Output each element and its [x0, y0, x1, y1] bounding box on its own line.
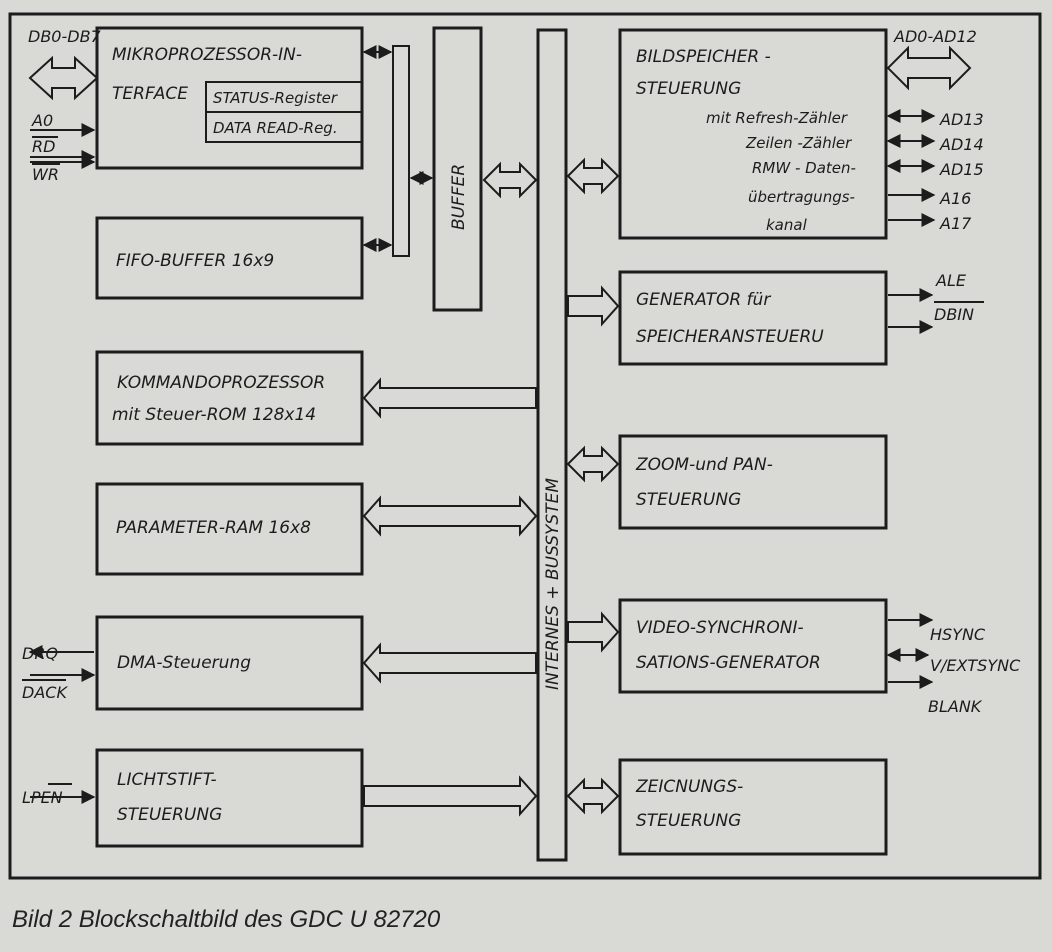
- zeichnung-label-1: ZEICNUNGS-: [635, 777, 743, 797]
- bus-to-video-arrow: [567, 611, 620, 653]
- lichtstift-block: [95, 748, 364, 848]
- bus-to-kommando-arrow: [362, 377, 537, 419]
- mpu-interface-label-2: TERFACE: [112, 84, 188, 104]
- generator-label-2: SPEICHERANSTEUERU: [636, 327, 824, 347]
- bus-to-generator-arrow: [567, 285, 620, 327]
- internal-connector-bar: [392, 45, 410, 257]
- bildspeicher-block: [618, 28, 888, 240]
- vsync-label: V/EXTSYNC: [930, 656, 1021, 675]
- parameter-ram-label: PARAMETER-RAM 16x8: [116, 518, 311, 538]
- ad13-label: AD13: [939, 110, 984, 129]
- bildspeicher-label-3: mit Refresh-Zähler: [706, 109, 848, 127]
- internal-bus-label: INTERNES + BUSSYSTEM: [543, 478, 563, 690]
- ad-bus-label: AD0-AD12: [893, 27, 977, 46]
- outer-frame: [8, 12, 1042, 880]
- db-bus-label: DB0-DB7: [28, 27, 102, 46]
- zoom-pan-label-1: ZOOM-und PAN-: [635, 455, 773, 475]
- zeichnung-block: [618, 758, 888, 856]
- bus-to-bildspeicher-arrow: [566, 157, 620, 195]
- generator-block: [618, 270, 888, 366]
- bus-to-dma-arrow: [362, 642, 537, 684]
- bildspeicher-label-7: kanal: [766, 216, 808, 234]
- ad15-label: AD15: [939, 160, 984, 179]
- fifo-buffer-label: FIFO-BUFFER 16x9: [116, 251, 274, 271]
- data-read-register-block: [205, 111, 363, 143]
- ale-label: ALE: [935, 271, 967, 290]
- buffer-block: [432, 26, 483, 312]
- buffer-label: BUFFER: [449, 164, 469, 230]
- data-read-register-label: DATA READ-Reg.: [213, 119, 338, 137]
- ad-bus-arrow: [886, 45, 972, 91]
- rd-signal-label: RD: [32, 137, 55, 156]
- bus-to-zoom-arrow: [566, 445, 620, 483]
- bildspeicher-label-1: BILDSPEICHER -: [636, 47, 771, 67]
- bildspeicher-label-5: RMW - Daten-: [752, 159, 856, 177]
- zoom-pan-block: [618, 434, 888, 530]
- lichtstift-label-1: LICHTSTIFT-: [117, 770, 217, 790]
- zeichnung-label-2: STEUERUNG: [636, 811, 741, 831]
- internal-bus: [536, 28, 568, 862]
- kommandoprozessor-block: [95, 350, 364, 446]
- db-bus-arrow: [28, 55, 99, 101]
- dack-signal-label: DACK: [22, 683, 68, 702]
- ad14-label: AD14: [939, 135, 984, 154]
- kommandoprozessor-label-2: mit Steuer-ROM 128x14: [112, 405, 316, 425]
- lichtstift-label-2: STEUERUNG: [117, 805, 222, 825]
- zoom-pan-label-2: STEUERUNG: [636, 490, 741, 510]
- figure-caption: Bild 2 Blockschaltbild des GDC U 82720: [12, 906, 441, 933]
- a16-label: A16: [939, 189, 971, 208]
- blank-label: BLANK: [928, 697, 983, 716]
- generator-label-1: GENERATOR für: [636, 290, 771, 310]
- video-sync-label-1: VIDEO-SYNCHRONI-: [636, 618, 804, 638]
- mpu-interface-label-1: MIKROPROZESSOR-IN-: [112, 45, 302, 65]
- video-sync-block: [618, 598, 888, 694]
- drq-signal-label: DRQ: [22, 644, 58, 663]
- bildspeicher-label-2: STEUERUNG: [636, 79, 741, 99]
- dma-label: DMA-Steuerung: [117, 653, 251, 673]
- bildspeicher-label-4: Zeilen -Zähler: [745, 134, 852, 152]
- a17-label: A17: [939, 214, 972, 233]
- buffer-bus-arrow: [482, 161, 538, 199]
- wr-signal-label: WR: [32, 165, 59, 184]
- dbin-label: DBIN: [934, 305, 974, 324]
- video-sync-label-2: SATIONS-GENERATOR: [636, 653, 821, 673]
- lichtstift-to-bus-arrow: [363, 775, 538, 817]
- parameter-ram-bus-arrow: [362, 495, 538, 537]
- dma-block: [95, 615, 364, 711]
- parameter-ram-block: [95, 482, 364, 576]
- a0-signal-label: A0: [31, 111, 53, 130]
- bildspeicher-label-6: übertragungs-: [748, 188, 855, 206]
- bus-to-zeichnung-arrow: [566, 777, 620, 815]
- status-register-label: STATUS-Register: [213, 89, 338, 107]
- fifo-buffer-block: [95, 216, 364, 300]
- hsync-label: HSYNC: [930, 625, 986, 644]
- kommandoprozessor-label-1: KOMMANDOPROZESSOR: [117, 373, 325, 393]
